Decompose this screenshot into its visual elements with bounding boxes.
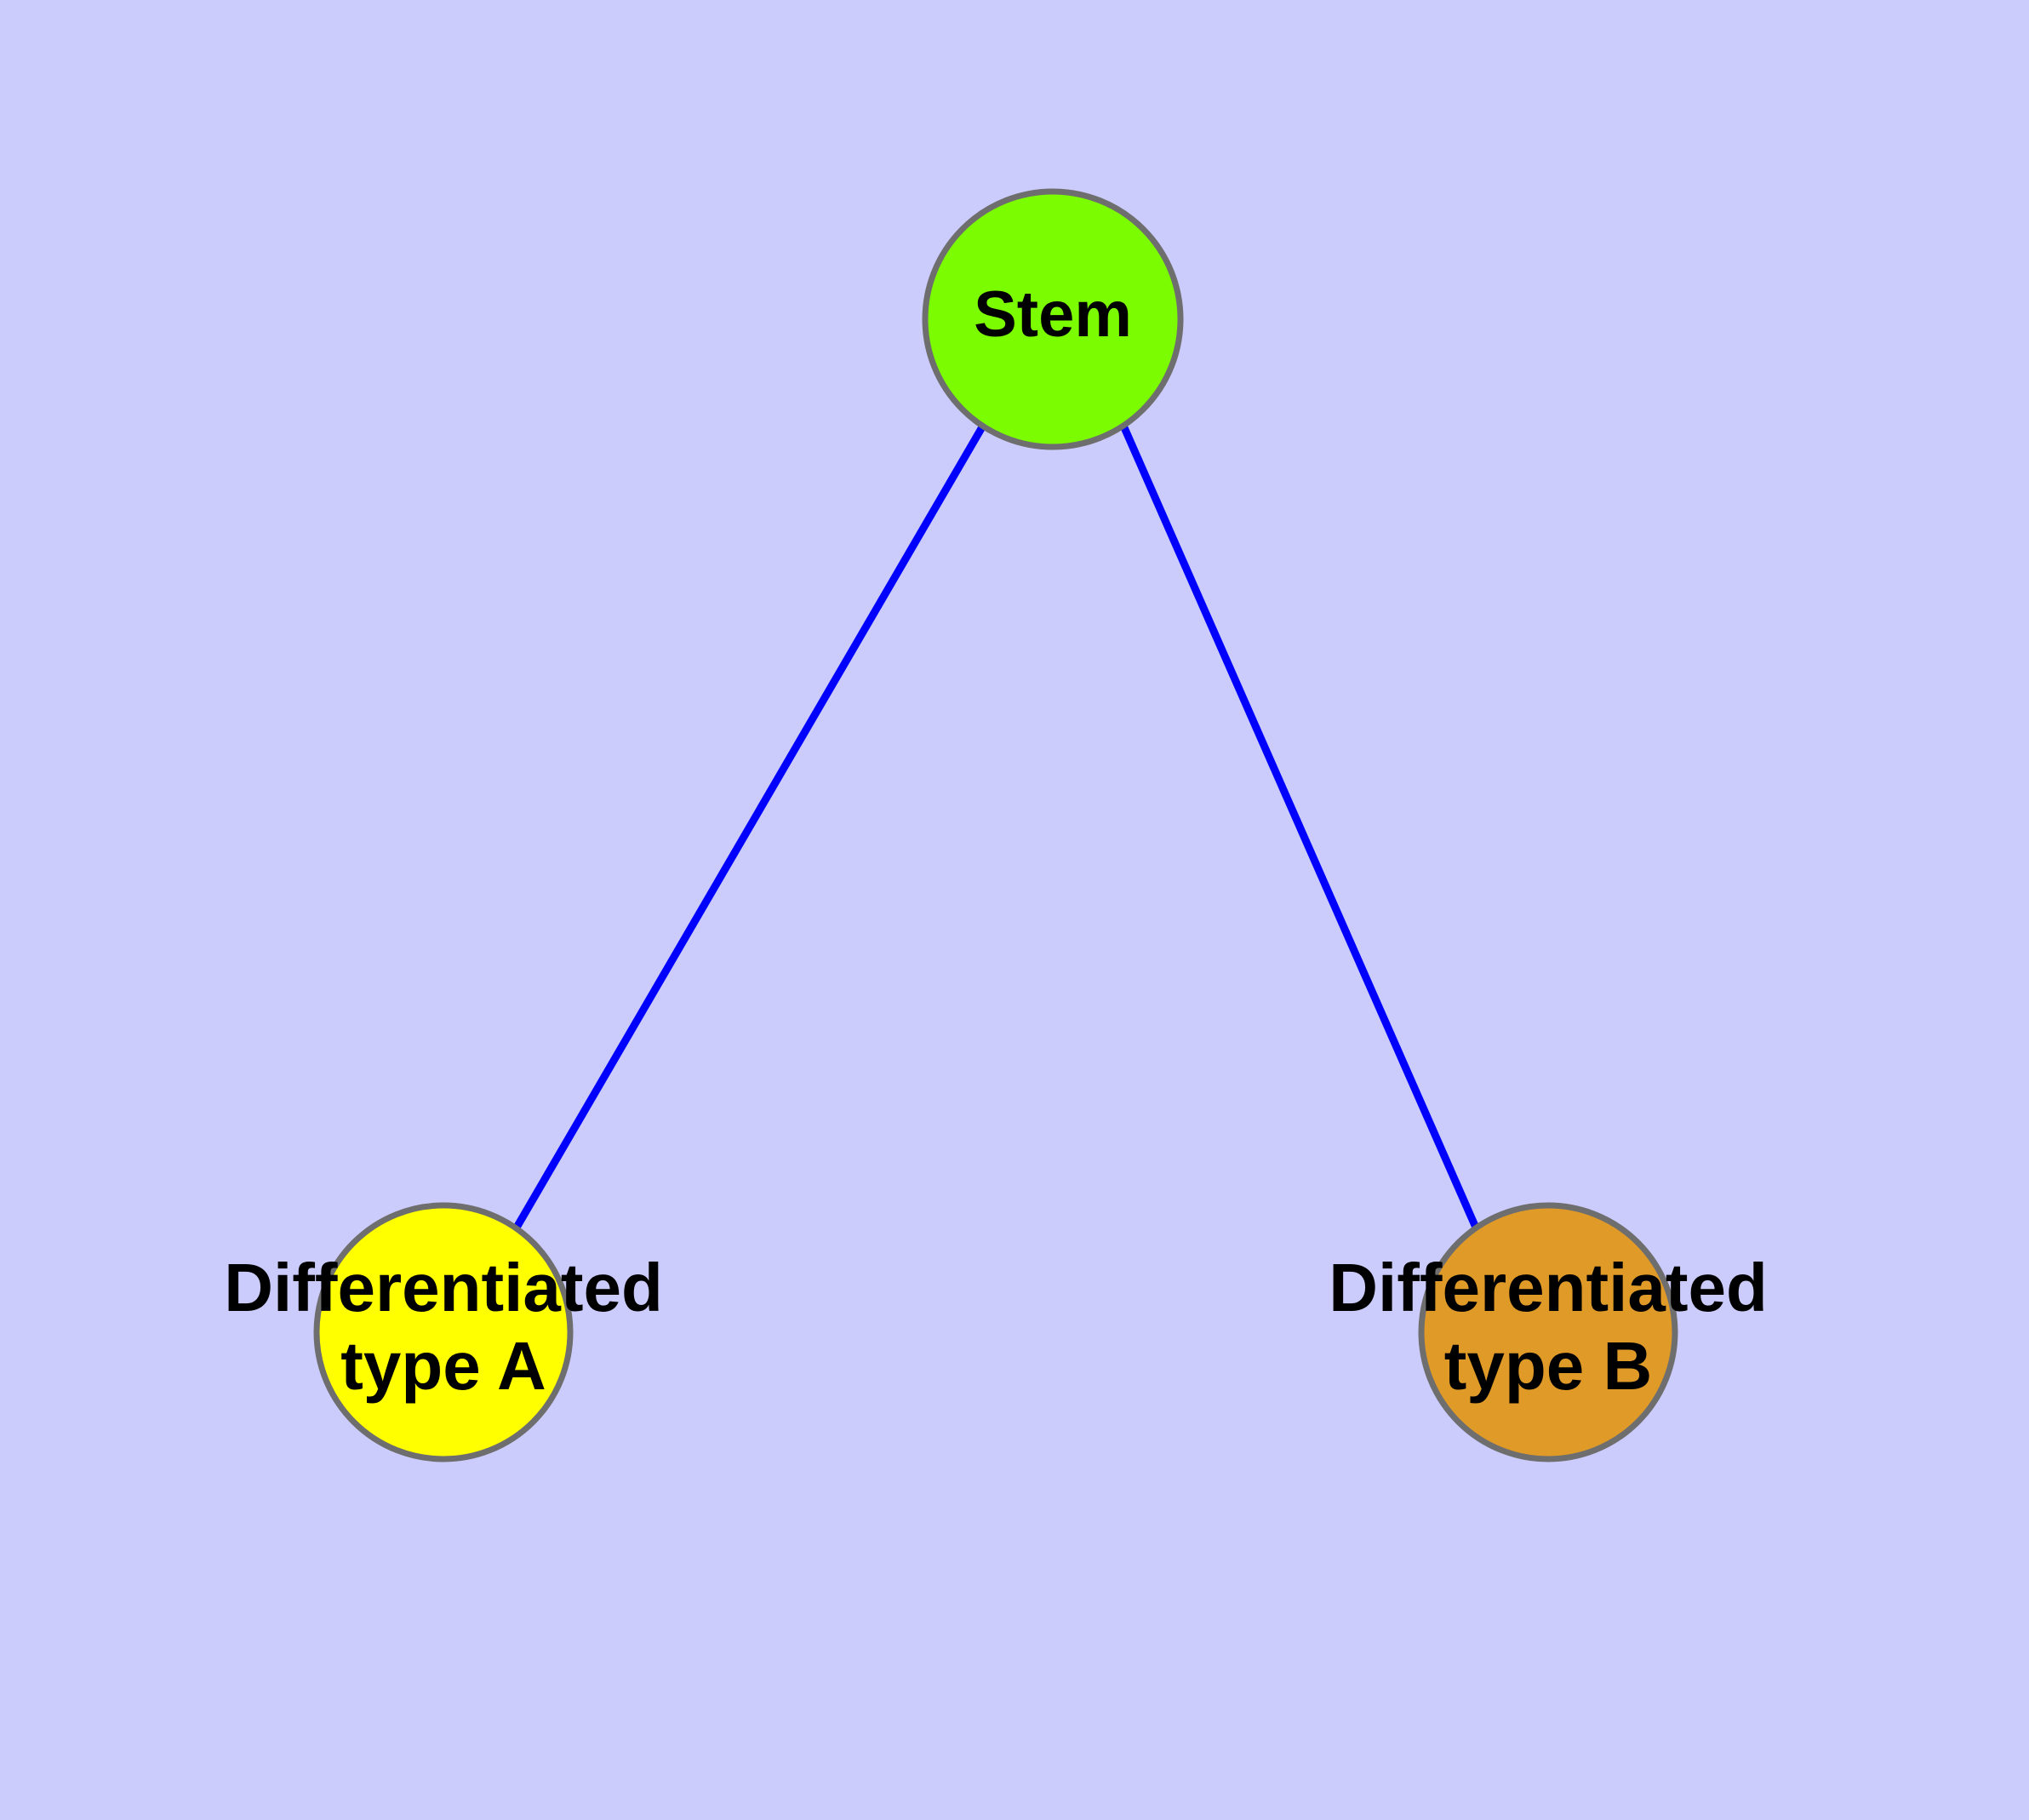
node-label-line: type B (1444, 1328, 1653, 1404)
node-stem-circle[interactable] (922, 188, 1184, 450)
edge-stem-to-differentiated-type-b[interactable] (1119, 424, 1480, 1229)
node-label-line: Stem (974, 278, 1132, 351)
node-differentiated-type-a-circle[interactable] (313, 1202, 574, 1462)
edge-stem-to-differentiated-type-a[interactable] (513, 423, 986, 1230)
node-label-line: Differentiated (224, 1250, 663, 1325)
node-label-line: type A (340, 1328, 546, 1404)
node-stem[interactable]: Stem (922, 188, 1184, 450)
node-differentiated-type-b-circle[interactable] (1418, 1202, 1678, 1462)
node-stem-label: Stem (974, 278, 1132, 351)
edges-layer (513, 423, 1480, 1230)
node-label-line: Differentiated (1329, 1250, 1768, 1325)
